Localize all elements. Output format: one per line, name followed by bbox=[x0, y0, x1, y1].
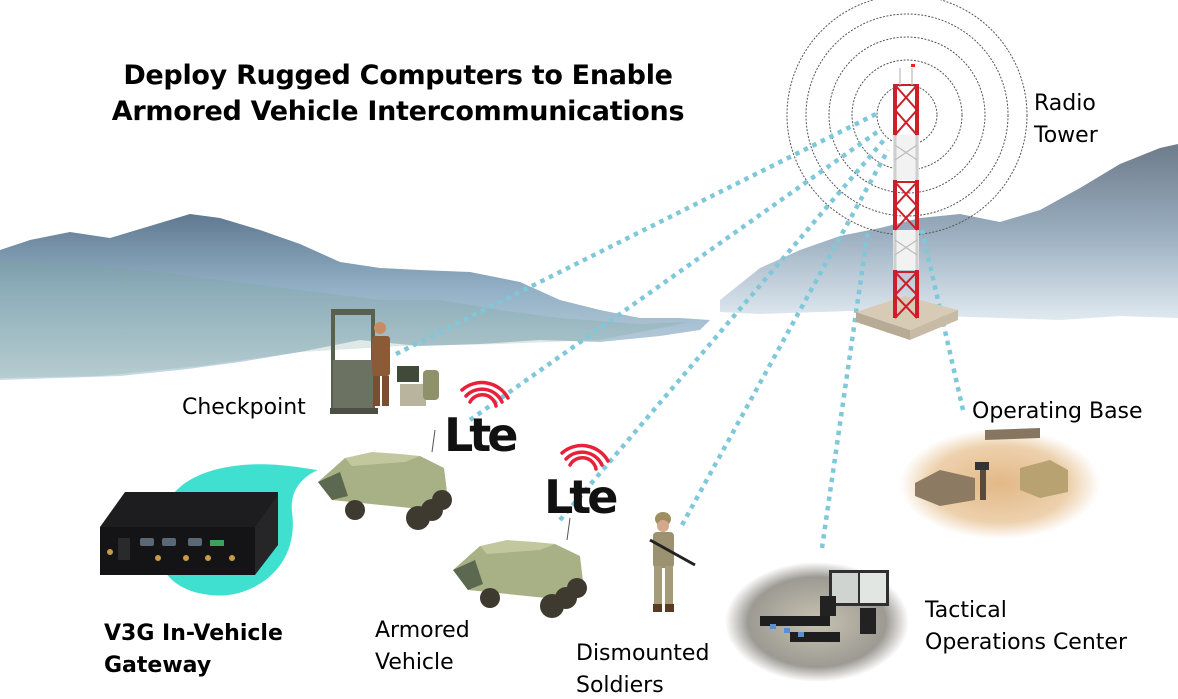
link-armored-vehicle-2 bbox=[558, 138, 886, 522]
armored-vehicle-label-line-1: Armored bbox=[375, 618, 470, 643]
lte-badge-2: Lte bbox=[544, 470, 618, 524]
link-toc bbox=[819, 229, 871, 549]
mountain-range-right bbox=[720, 144, 1178, 320]
armored-vehicle-2-icon bbox=[453, 517, 587, 618]
armored-vehicle-label-line-2: Vehicle bbox=[375, 650, 454, 675]
link-checkpoint bbox=[394, 109, 882, 357]
dismounted-soldiers-label: Dismounted Soldiers bbox=[576, 638, 709, 699]
radio-tower-label-line-1: Radio bbox=[1034, 91, 1096, 116]
dismounted-soldier-icon bbox=[649, 512, 696, 612]
gateway-label: V3G In-Vehicle Gateway bbox=[104, 618, 283, 682]
dismounted-soldiers-label-line-2: Soldiers bbox=[576, 673, 664, 698]
title-line-2: Armored Vehicle Intercommunications bbox=[111, 96, 685, 127]
gateway-label-line-2: Gateway bbox=[104, 653, 212, 678]
page-title: Deploy Rugged Computers to Enable Armore… bbox=[78, 58, 718, 130]
checkpoint-icon bbox=[330, 309, 439, 414]
link-armored-vehicle-1 bbox=[468, 128, 882, 422]
dismounted-soldiers-label-line-1: Dismounted bbox=[576, 641, 710, 666]
operating-base-icon bbox=[900, 428, 1100, 539]
link-operating-base bbox=[919, 229, 966, 411]
operating-base-label: Operating Base bbox=[972, 399, 1143, 424]
armored-vehicle-label: Armored Vehicle bbox=[375, 615, 470, 679]
lte-signal-icon-2 bbox=[560, 443, 610, 471]
armored-vehicle-1-icon bbox=[318, 429, 452, 530]
radio-tower-label: Radio Tower bbox=[1034, 88, 1098, 152]
lte-signal-icon-1 bbox=[460, 380, 510, 408]
checkpoint-label: Checkpoint bbox=[182, 395, 306, 420]
communication-links bbox=[394, 109, 966, 549]
gateway-label-line-1: V3G In-Vehicle bbox=[104, 621, 283, 646]
radio-wave-rings bbox=[786, 0, 1028, 236]
radio-tower-icon bbox=[856, 64, 958, 340]
toc-label-line-1: Tactical bbox=[925, 598, 1007, 623]
title-line-1: Deploy Rugged Computers to Enable bbox=[123, 60, 673, 91]
mountain-range-left bbox=[0, 214, 710, 380]
tactical-operations-center-icon bbox=[725, 562, 909, 682]
lte-badge-1: Lte bbox=[444, 408, 518, 462]
v3g-gateway-icon bbox=[100, 464, 318, 596]
radio-tower-label-line-2: Tower bbox=[1034, 123, 1098, 148]
toc-label: Tactical Operations Center bbox=[925, 595, 1127, 659]
toc-label-line-2: Operations Center bbox=[925, 630, 1127, 655]
